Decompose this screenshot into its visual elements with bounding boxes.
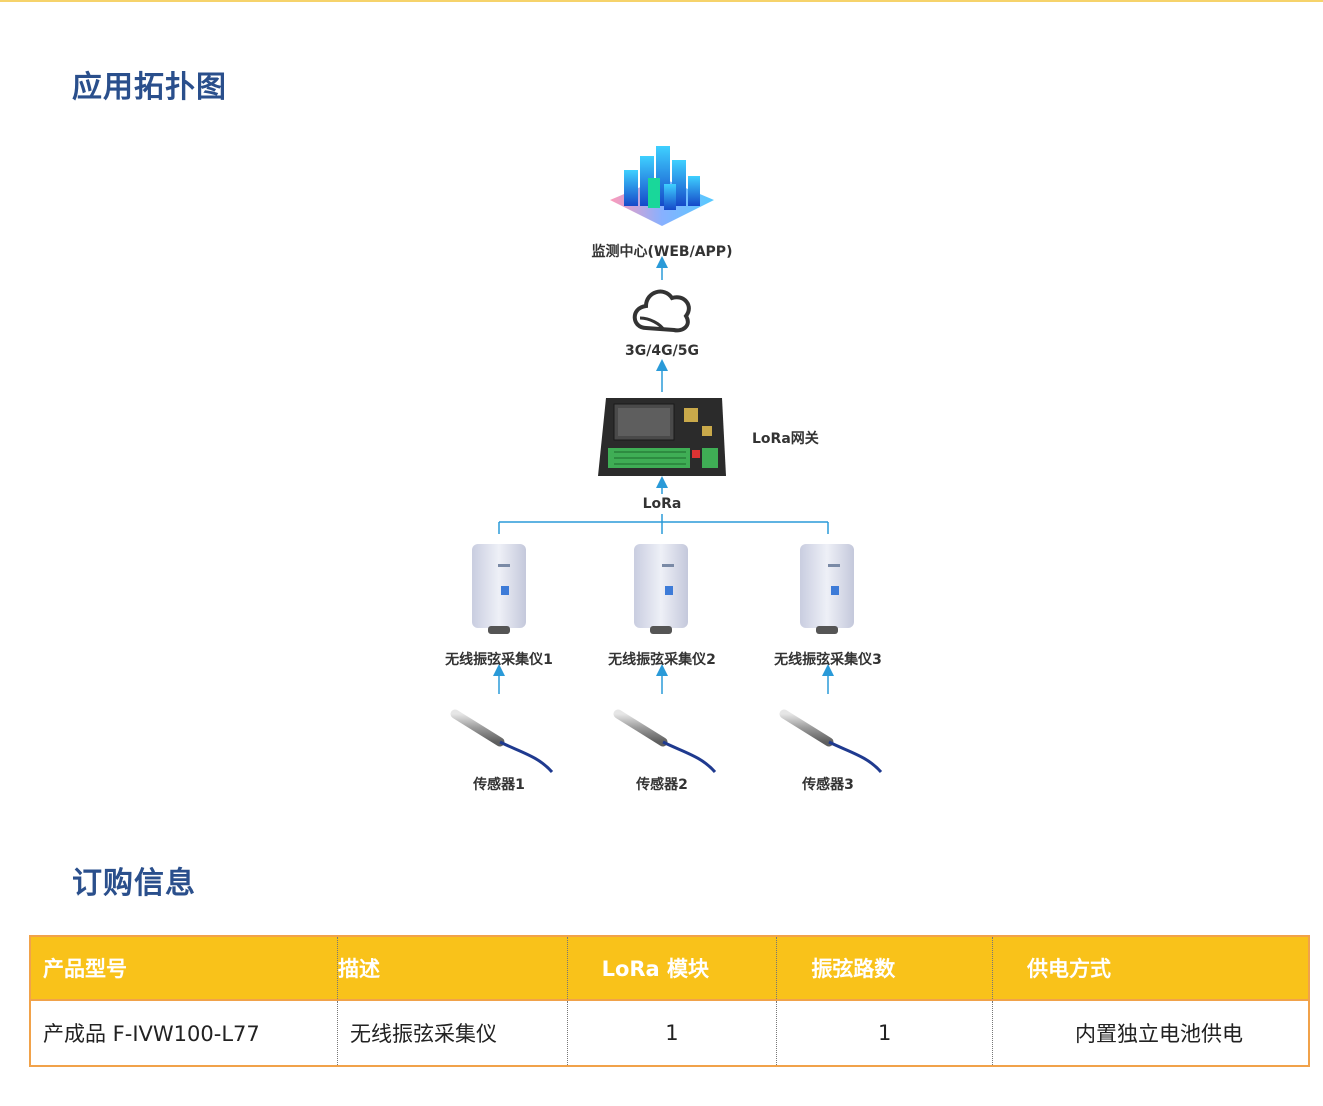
cell-model: 产成品 F-IVW100-L77: [30, 1000, 339, 1066]
sensor-probe-icon: [779, 709, 883, 774]
cell-power-supply: 内置独立电池供电: [992, 1000, 1309, 1066]
topology-section-title: 应用拓扑图: [72, 70, 227, 105]
collector-label-1: 无线振弦采集仪1: [445, 652, 553, 668]
sensor-label-2: 传感器2: [636, 777, 688, 793]
order-section-title: 订购信息: [72, 866, 196, 901]
monitor-center-label: 监测中心(WEB/APP): [591, 244, 733, 260]
header-lora-module: LoRa 模块: [567, 936, 778, 1001]
cell-channel-count: 1: [776, 1000, 993, 1066]
collector-device-icon: [634, 544, 688, 634]
header-power-supply: 供电方式: [992, 936, 1309, 1001]
top-divider: [0, 0, 1323, 2]
cell-description: 无线振弦采集仪: [337, 1000, 568, 1066]
sensor-label-1: 传感器1: [473, 777, 525, 793]
header-description: 描述: [337, 936, 568, 1001]
topology-diagram: [450, 146, 883, 774]
gateway-device-icon: [598, 398, 726, 476]
collector-label-2: 无线振弦采集仪2: [608, 652, 716, 668]
order-table: 产品型号 描述 LoRa 模块 振弦路数 供电方式 产成品 F-IVW100-L…: [29, 935, 1310, 1067]
header-model: 产品型号: [30, 936, 339, 1001]
cloud-icon: [632, 289, 691, 333]
sensor-probe-icon: [450, 709, 554, 774]
lora-bus-lines: [498, 514, 829, 534]
city-buildings-icon: [610, 146, 714, 226]
lora-label: LoRa: [642, 496, 682, 512]
network-label: 3G/4G/5G: [625, 343, 699, 359]
table-row: 产成品 F-IVW100-L77 无线振弦采集仪 1 1 内置独立电池供电: [30, 1000, 1309, 1066]
sensor-label-3: 传感器3: [802, 777, 854, 793]
gateway-label: LoRa网关: [752, 431, 819, 447]
cell-lora-module: 1: [567, 1000, 778, 1066]
sensor-probe-icon: [613, 709, 717, 774]
collector-label-3: 无线振弦采集仪3: [774, 652, 882, 668]
collector-device-icon: [800, 544, 854, 634]
collector-device-icon: [472, 544, 526, 634]
header-channel-count: 振弦路数: [776, 936, 993, 1001]
table-header-row: 产品型号 描述 LoRa 模块 振弦路数 供电方式: [30, 936, 1309, 1001]
